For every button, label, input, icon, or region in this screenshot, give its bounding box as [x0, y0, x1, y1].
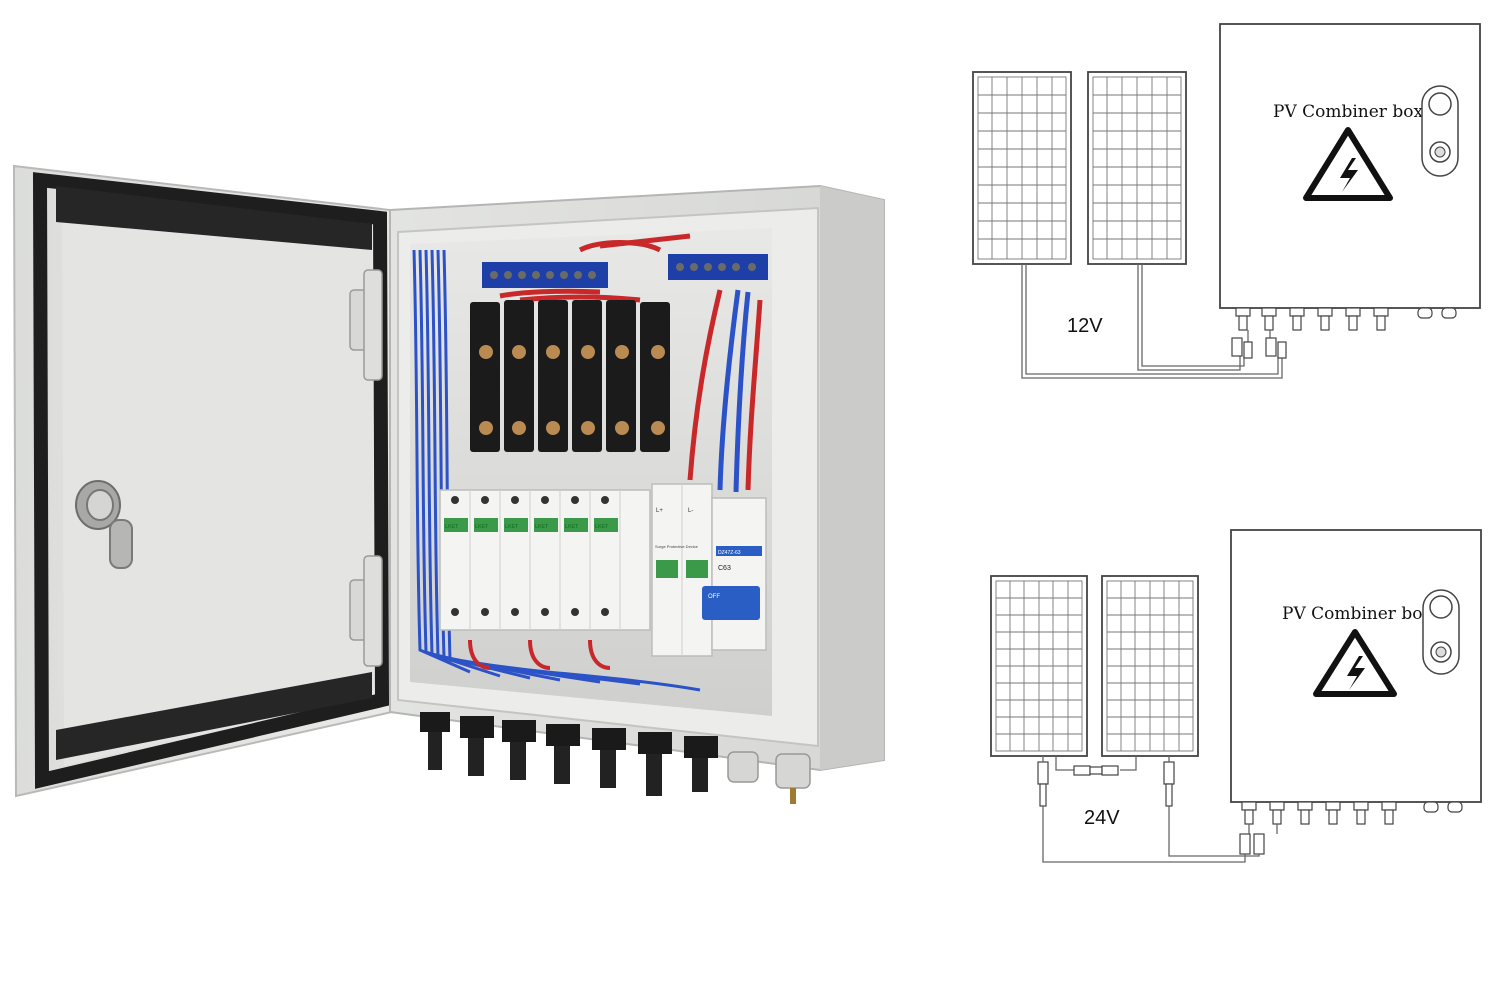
fuse-holder	[640, 302, 670, 452]
breaker-brand-label: LKET	[565, 524, 578, 530]
hinge-bottom-icon	[349, 555, 383, 667]
spd-label: L+	[656, 508, 663, 514]
fuse-holder	[572, 300, 602, 452]
breaker-brand-label: LKET	[445, 524, 458, 530]
door-lock-icon[interactable]	[75, 480, 133, 569]
enclosure-door	[12, 164, 394, 798]
diagram-24v: PV Combiner box	[990, 529, 1482, 863]
breaker-brand-label: LKET	[595, 524, 608, 530]
mc4-connector-icon	[684, 736, 718, 792]
spd-label: L-	[688, 508, 693, 514]
wire-lines	[1021, 264, 1283, 379]
mc4-connector-icon	[420, 712, 450, 770]
voltage-label: 12V	[1067, 315, 1103, 337]
mc4-connector-icon	[460, 716, 494, 776]
breaker-toggle-icon[interactable]	[702, 586, 760, 620]
cable-gland-icon	[727, 751, 759, 783]
box-connector-row	[1235, 307, 1457, 331]
combiner-box-label: PV Combiner box	[1282, 604, 1432, 624]
breaker-brand-label: LKET	[505, 524, 518, 530]
hinge-top-icon	[349, 269, 383, 381]
red-wires	[499, 233, 763, 491]
busbar-terminal-right	[668, 254, 768, 280]
box-lock-icon	[1422, 589, 1460, 675]
fuse-holder	[606, 300, 636, 452]
pv-combiner-box: PV Combiner box	[1219, 23, 1481, 331]
lower-red-wires	[468, 639, 611, 670]
breaker-row: LKET LKET LKET LKET LKET LKET	[439, 489, 651, 631]
dc-breaker[interactable]: C63 DZ47Z-63 OFF	[702, 497, 767, 651]
solar-panel-icon	[990, 575, 1088, 757]
voltage-label: 24V	[1084, 807, 1120, 829]
mc4-connector-icon	[638, 732, 672, 796]
pv-combiner-box: PV Combiner box	[1230, 529, 1482, 825]
dc-breaker-model: DZ47Z-63	[718, 550, 741, 556]
combiner-box-label: PV Combiner box	[1273, 102, 1423, 122]
solar-panel-icon	[972, 71, 1072, 265]
box-connector-row	[1241, 801, 1463, 825]
fuse-holder	[504, 300, 534, 452]
fuse-holder	[470, 302, 500, 452]
high-voltage-warning-icon	[1313, 629, 1397, 697]
mc4-connector-icon	[546, 724, 580, 784]
mc4-connector-row	[420, 712, 811, 804]
blue-wires-right	[717, 289, 751, 493]
solar-panel-icon	[1101, 575, 1199, 757]
fuse-holder-row	[470, 300, 670, 452]
surge-protective-device: L+ L- Surge Protective Device	[651, 483, 713, 657]
mc4-connector-icon	[1037, 761, 1265, 855]
spd-name-label: Surge Protective Device	[655, 544, 699, 549]
solar-panel-icon	[1087, 71, 1187, 265]
breaker-brand-label: LKET	[535, 524, 548, 530]
busbar-terminal-left	[482, 262, 608, 288]
diagram-12v: PV Combiner box	[972, 23, 1481, 379]
mc4-connector-icon	[592, 728, 626, 788]
mc4-connector-icon	[502, 720, 536, 780]
dc-breaker-rating: C63	[718, 565, 731, 572]
wire-lines	[1042, 756, 1278, 863]
high-voltage-warning-icon	[1303, 127, 1393, 201]
box-lock-icon	[1421, 85, 1459, 177]
switch-state-label: OFF	[708, 594, 720, 600]
series-jumper	[1055, 756, 1137, 776]
breaker-brand-label: LKET	[475, 524, 488, 530]
fuse-holder	[538, 300, 568, 452]
cable-gland-icon	[775, 753, 811, 804]
mc4-connector-pair-icon	[1231, 337, 1287, 359]
